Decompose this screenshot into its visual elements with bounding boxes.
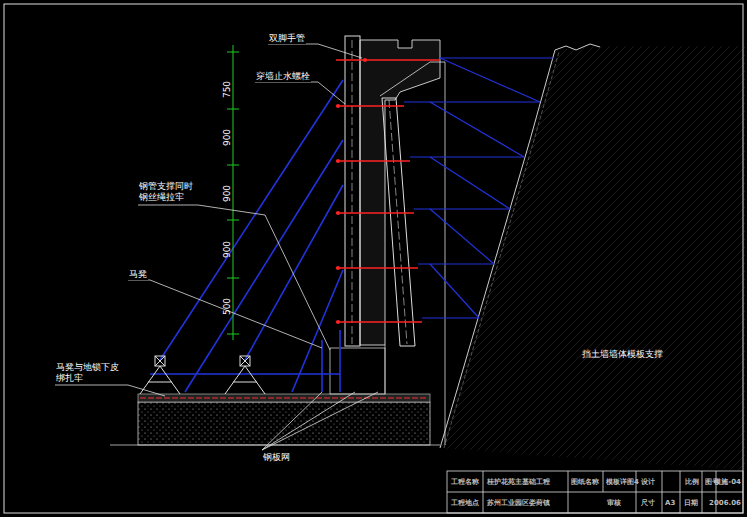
title-block-cell: 比例 [685,477,699,488]
callout-label: 马凳与地锁下皮 绑扎牢 [55,362,129,384]
callout-label: 双脚手管 [268,33,306,44]
dimension: 900 [222,129,233,146]
title-block-cell: 模施-04 [714,477,741,488]
callout-label: 钢板网 [262,452,291,463]
title-block-cell: 苏州工业园区娄葑镇 [487,498,550,509]
callout-label: 钢管支撑同时 钢丝绳拉牢 [138,181,198,203]
dimension: 750 [222,81,233,98]
title-block-cell: 桂护花苑主基础工程 [487,477,550,488]
title-block-cell: 2006.06 [709,498,741,509]
title-block-cell: 尺寸 [641,498,655,509]
dimension: 900 [222,185,233,202]
title-block-cell: A3 [665,498,675,509]
title-block-cell: 工程地点 [451,498,479,509]
title-block-cell: 设计 [641,477,655,488]
note: 挡土墙墙体模板支撑 [582,349,663,360]
title-block-cell: 日期 [684,498,698,509]
callout-label: 马凳 [128,269,148,280]
title-block-cell: 图纸名称 [571,477,599,488]
title-block-cell: 审核 [607,498,621,509]
dimension: 500 [222,298,233,315]
title-block-cell: 模板详图4 [606,477,639,488]
callout-label: 穿墙止水螺栓 [255,71,311,82]
dimension: 900 [222,241,233,258]
title-block-cell: 工程名称 [451,477,479,488]
